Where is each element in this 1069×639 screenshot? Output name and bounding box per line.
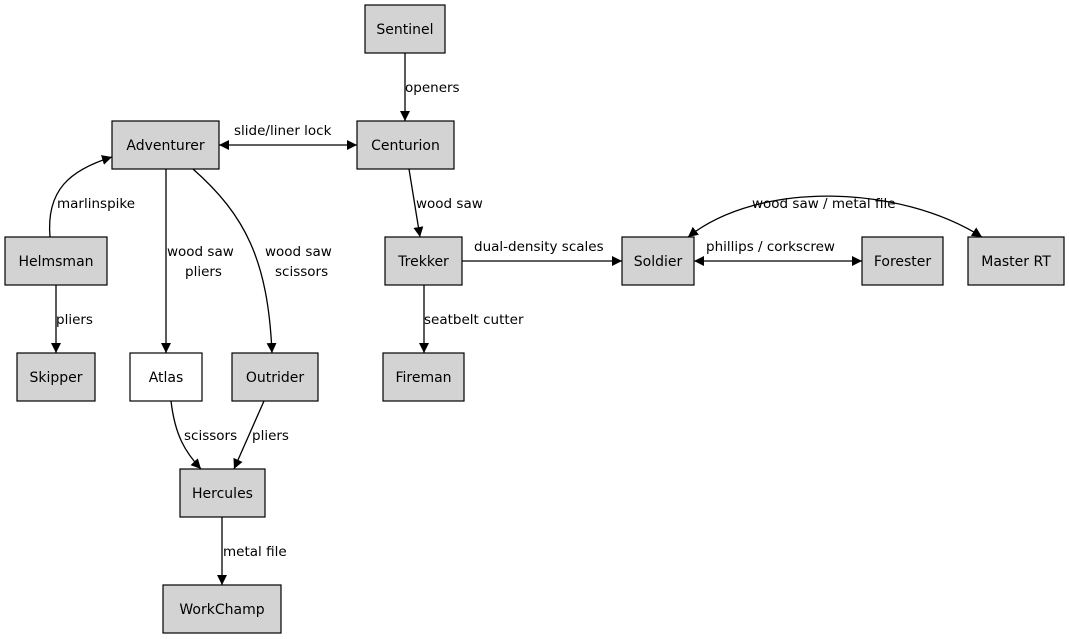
node-label: Outrider [246,370,305,386]
node-box [364,4,446,54]
edge-helmsman-skipper: pliers [51,285,93,353]
node-atlas[interactable]: Atlas [129,352,203,402]
node-centurion[interactable]: Centurion [356,120,455,170]
node-label: Skipper [29,370,82,386]
node-box [162,584,282,634]
node-soldier[interactable]: Soldier [621,236,695,286]
node-sentinel[interactable]: Sentinel [364,4,446,54]
edge-label: openers [405,80,460,96]
edge-label-line-1: wood saw [167,244,234,260]
node-hercules[interactable]: Hercules [179,468,266,518]
node-box [861,236,944,286]
node-fireman[interactable]: Fireman [382,352,465,402]
node-box [231,352,319,402]
edge-label: dual-density scales [474,239,604,255]
edge-outrider-hercules: pliers [233,400,289,470]
node-workchamp[interactable]: WorkChamp [162,584,282,634]
node-box [4,236,108,286]
edge-label-line-1: wood saw [265,244,332,260]
edge-sentinel-centurion: openers [400,53,460,121]
edge-line [48,155,113,238]
node-label: Sentinel [376,22,433,38]
edge-trekker-soldier: dual-density scales [462,239,622,266]
edge-label: seatbelt cutter [424,312,524,328]
node-label: WorkChamp [179,602,264,618]
edge-label: slide/liner lock [234,123,332,139]
edge-hercules-workchamp: metal file [217,517,287,585]
node-label: Atlas [149,370,184,386]
edge-trekker-fireman: seatbelt cutter [419,285,524,353]
node-label: Centurion [371,138,440,154]
edge-line [192,168,277,354]
edge-label-line-2: scissors [275,264,328,280]
edge-line [170,400,202,470]
node-box [384,236,463,286]
edge-adventurer-outrider: wood saw scissors [192,168,332,354]
edge-label: wood saw [416,196,483,212]
edge-soldier-forester: phillips / corkscrew [694,239,862,266]
edge-label: metal file [223,544,287,560]
node-skipper[interactable]: Skipper [16,352,96,402]
node-box [621,236,695,286]
node-box [129,352,203,402]
node-helmsman[interactable]: Helmsman [4,236,108,286]
node-label: Helmsman [18,254,93,270]
edge-label: phillips / corkscrew [706,239,835,255]
edge-adventurer-centurion: slide/liner lock [219,123,357,150]
node-master-rt[interactable]: Master RT [967,236,1065,286]
edge-soldier-masterrt: wood saw / metal file [687,195,983,238]
edge-line [408,168,424,238]
node-label: Adventurer [126,138,204,154]
node-box [16,352,96,402]
node-adventurer[interactable]: Adventurer [111,120,220,170]
node-outrider[interactable]: Outrider [231,352,319,402]
edge-label: wood saw / metal file [752,196,896,212]
edge-line [687,195,983,238]
node-label: Trekker [397,254,449,270]
node-box [179,468,266,518]
node-box [382,352,465,402]
edge-label: scissors [184,428,237,444]
edge-label-line-2: pliers [185,264,222,280]
node-label: Forester [874,254,932,270]
edge-label: pliers [56,312,93,328]
node-box [356,120,455,170]
edge-label: marlinspike [57,196,135,212]
node-label: Soldier [634,254,683,270]
edge-helmsman-adventurer: marlinspike [48,155,135,238]
node-label: Fireman [395,370,451,386]
edge-centurion-trekker: wood saw [408,168,483,238]
node-label: Master RT [981,254,1051,270]
node-trekker[interactable]: Trekker [384,236,463,286]
node-forester[interactable]: Forester [861,236,944,286]
edge-line [233,400,265,470]
node-label: Hercules [192,486,253,502]
edge-atlas-hercules: scissors [170,400,237,470]
node-box [967,236,1065,286]
node-box [111,120,220,170]
edge-adventurer-atlas: wood saw pliers [161,169,234,353]
edge-label: pliers [252,428,289,444]
